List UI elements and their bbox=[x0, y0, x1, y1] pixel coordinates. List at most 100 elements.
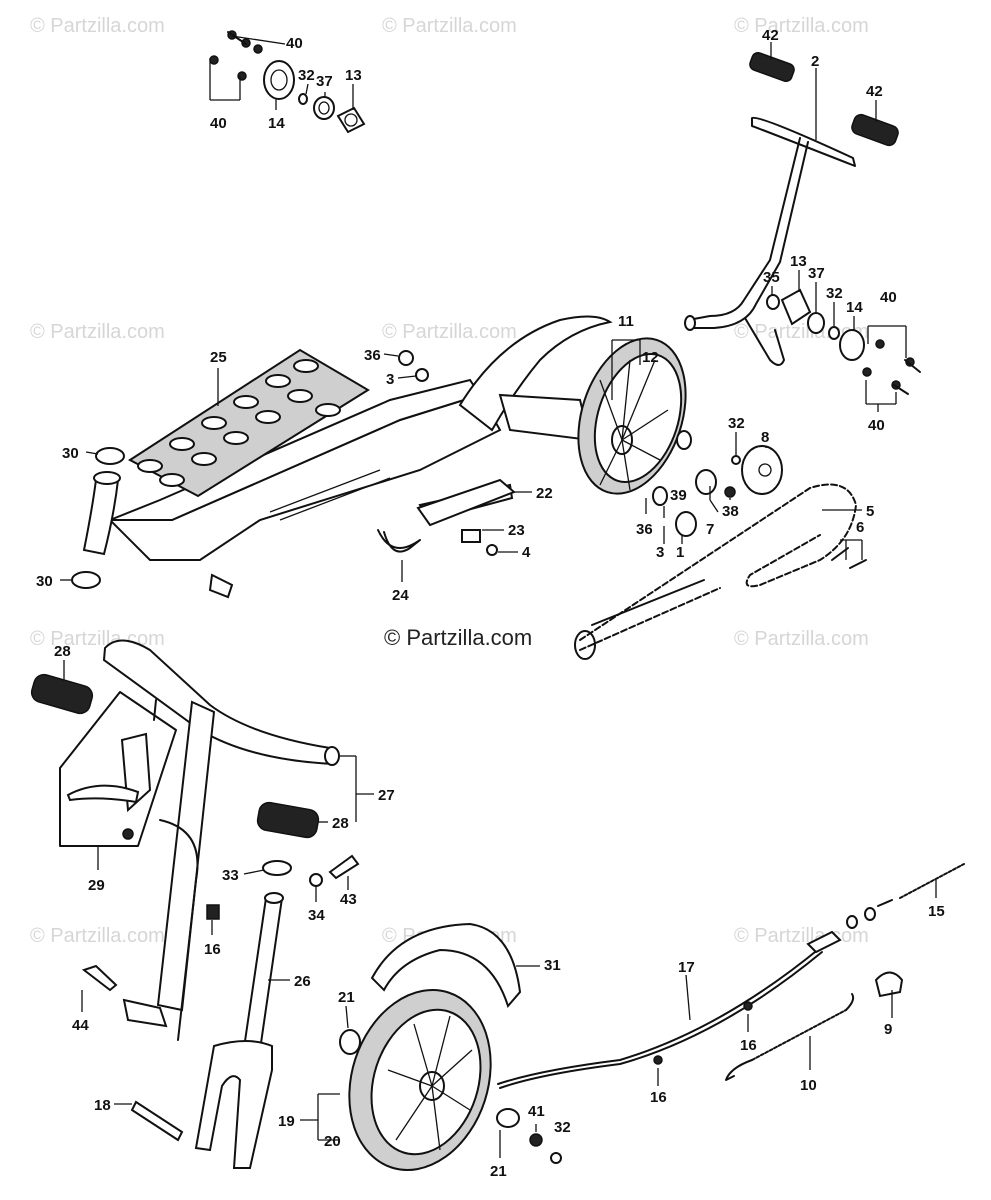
callout-39: 39 bbox=[670, 487, 687, 504]
callout-44: 44 bbox=[72, 1017, 89, 1034]
callout-38: 38 bbox=[722, 503, 739, 520]
callout-22: 22 bbox=[536, 485, 553, 502]
watermark: © Partzilla.com bbox=[30, 15, 165, 37]
watermark: © Partzilla.com bbox=[734, 925, 869, 947]
callout-5: 5 bbox=[866, 503, 874, 520]
callout-33: 33 bbox=[222, 867, 239, 884]
spacer bbox=[95, 447, 125, 465]
callout-40: 40 bbox=[286, 35, 303, 52]
rear-wheel bbox=[577, 337, 687, 495]
callout-21: 21 bbox=[338, 989, 355, 1006]
callout-23: 23 bbox=[508, 522, 525, 539]
front-fender bbox=[370, 922, 522, 1009]
callout-13: 13 bbox=[790, 253, 807, 270]
callout-8: 8 bbox=[761, 429, 769, 446]
drive-chain bbox=[574, 483, 867, 660]
callout-32: 32 bbox=[298, 67, 315, 84]
nut bbox=[486, 544, 498, 556]
callout-32: 32 bbox=[554, 1119, 571, 1136]
callout-40: 40 bbox=[868, 417, 885, 434]
callout-27: 27 bbox=[378, 787, 395, 804]
callout-42: 42 bbox=[866, 83, 883, 100]
bolt bbox=[461, 529, 481, 543]
clip bbox=[731, 455, 741, 465]
washer bbox=[529, 1133, 543, 1147]
copyright-notice: © Partzilla.com bbox=[384, 625, 532, 650]
callout-30: 30 bbox=[62, 445, 79, 462]
watermark: © Partzilla.com bbox=[382, 321, 517, 343]
callout-43: 43 bbox=[340, 891, 357, 908]
callout-28: 28 bbox=[54, 643, 71, 660]
callout-21: 21 bbox=[490, 1163, 507, 1180]
clip bbox=[550, 1152, 562, 1164]
washer bbox=[652, 486, 668, 506]
clip bbox=[377, 529, 421, 553]
bearing bbox=[675, 511, 697, 537]
callout-35: 35 bbox=[763, 269, 780, 286]
washer bbox=[415, 368, 429, 382]
callout-40: 40 bbox=[210, 115, 227, 132]
bolt bbox=[81, 964, 118, 992]
watermark: © Partzilla.com bbox=[30, 925, 165, 947]
washer bbox=[262, 860, 292, 876]
front-fork bbox=[194, 892, 284, 1169]
bolt bbox=[130, 1100, 184, 1142]
nut bbox=[206, 904, 220, 920]
callout-6: 6 bbox=[856, 519, 864, 536]
brake-cable bbox=[497, 863, 965, 1089]
callout-18: 18 bbox=[94, 1097, 111, 1114]
callout-30: 30 bbox=[36, 573, 53, 590]
callout-25: 25 bbox=[210, 349, 227, 366]
callout-32: 32 bbox=[728, 415, 745, 432]
callout-19: 19 bbox=[278, 1113, 295, 1130]
callout-13: 13 bbox=[345, 67, 362, 84]
callout-16: 16 bbox=[740, 1037, 757, 1054]
washer bbox=[724, 486, 736, 498]
nut bbox=[309, 873, 323, 887]
callout-20: 20 bbox=[324, 1133, 341, 1150]
bearing-assembly-left bbox=[209, 30, 366, 134]
t-handle-assembly bbox=[684, 51, 921, 395]
bearing bbox=[339, 1029, 361, 1055]
leader-lines bbox=[60, 35, 937, 1158]
callout-14: 14 bbox=[268, 115, 285, 132]
callout-labels: 40 32 37 13 14 40 42 2 42 13 35 37 32 14… bbox=[36, 27, 945, 1180]
callout-29: 29 bbox=[88, 877, 105, 894]
callout-32: 32 bbox=[826, 285, 843, 302]
callout-11: 11 bbox=[618, 313, 634, 330]
callout-17: 17 bbox=[678, 959, 695, 976]
callout-4: 4 bbox=[522, 544, 531, 561]
callout-36: 36 bbox=[364, 347, 381, 364]
callout-16: 16 bbox=[204, 941, 221, 958]
callout-3: 3 bbox=[656, 544, 664, 561]
bearing bbox=[695, 469, 717, 495]
washer bbox=[496, 1108, 520, 1128]
callout-26: 26 bbox=[294, 973, 311, 990]
spacer bbox=[71, 571, 101, 589]
callout-37: 37 bbox=[808, 265, 825, 282]
callout-42: 42 bbox=[762, 27, 779, 44]
bolt bbox=[328, 854, 360, 880]
callout-41: 41 bbox=[528, 1103, 545, 1120]
callout-34: 34 bbox=[308, 907, 325, 924]
deck-mat bbox=[128, 348, 370, 498]
callout-3: 3 bbox=[386, 371, 394, 388]
callout-10: 10 bbox=[800, 1077, 817, 1094]
callout-31: 31 bbox=[544, 957, 561, 974]
callout-12: 12 bbox=[642, 349, 659, 366]
watermark: © Partzilla.com bbox=[30, 321, 165, 343]
watermark: © Partzilla.com bbox=[734, 628, 869, 650]
watermark: © Partzilla.com bbox=[382, 15, 517, 37]
handlebar bbox=[30, 639, 340, 1041]
callout-40: 40 bbox=[880, 289, 897, 306]
callout-28: 28 bbox=[332, 815, 349, 832]
callout-24: 24 bbox=[392, 587, 409, 604]
watermarks: © Partzilla.com © Partzilla.com © Partzi… bbox=[30, 15, 869, 947]
callout-14: 14 bbox=[846, 299, 863, 316]
watermark: © Partzilla.com bbox=[734, 15, 869, 37]
callout-37: 37 bbox=[316, 73, 333, 90]
callout-9: 9 bbox=[884, 1021, 892, 1038]
callout-36: 36 bbox=[636, 521, 653, 538]
front-wheel bbox=[348, 989, 492, 1171]
